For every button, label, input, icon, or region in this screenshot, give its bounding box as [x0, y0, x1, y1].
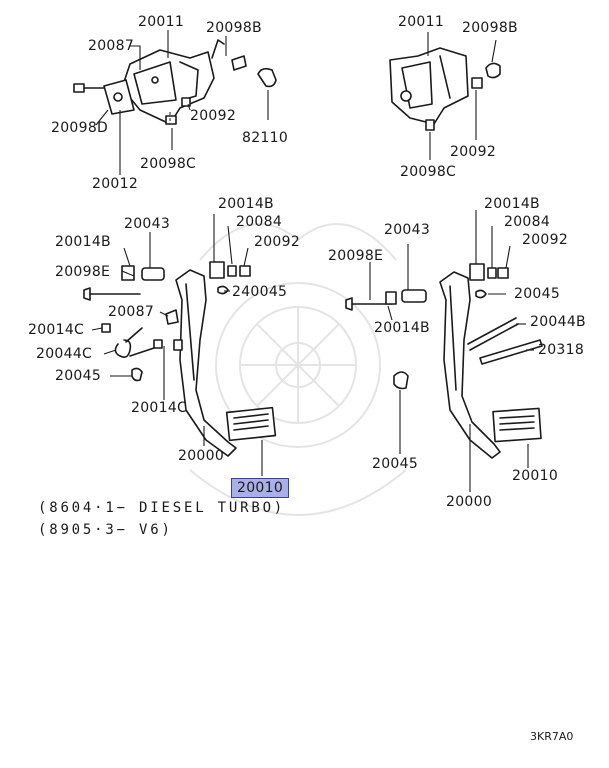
- label-20043-left[interactable]: 20043: [124, 216, 171, 232]
- diagram-code: 3KR7A0: [530, 730, 574, 743]
- label-20011-left[interactable]: 20011: [138, 14, 185, 30]
- applicability-note-1: (8604·1− DIESEL TURBO): [38, 500, 286, 516]
- label-20014b-left[interactable]: 20014B: [55, 234, 111, 250]
- label-20014b-top-right[interactable]: 20014B: [484, 196, 540, 212]
- label-20098e-right[interactable]: 20098E: [328, 248, 384, 264]
- label-20012[interactable]: 20012: [92, 176, 139, 192]
- bracket-assembly-left: [73, 39, 277, 125]
- label-20045-left[interactable]: 20045: [55, 368, 102, 384]
- leaders-bottom-right: [369, 210, 534, 492]
- leaders-bottom-left: [91, 214, 263, 476]
- label-20087-left[interactable]: 20087: [88, 38, 135, 54]
- label-20098c-left[interactable]: 20098C: [140, 156, 197, 172]
- label-20084-left[interactable]: 20084: [236, 214, 283, 230]
- label-20318[interactable]: 20318: [538, 342, 585, 358]
- label-20043-right[interactable]: 20043: [384, 222, 431, 238]
- label-20098d[interactable]: 20098D: [51, 120, 109, 136]
- label-20092-left[interactable]: 20092: [254, 234, 301, 250]
- pedal-assembly-right: [345, 263, 543, 459]
- leaders-top-left: [95, 30, 269, 175]
- applicability-note-2: (8905·3− V6): [38, 522, 173, 538]
- label-20014c-lower[interactable]: 20014C: [131, 400, 188, 416]
- label-20045-right-bottom[interactable]: 20045: [372, 456, 419, 472]
- bracket-assembly-right: [389, 47, 501, 131]
- label-20098b-right[interactable]: 20098B: [462, 20, 518, 36]
- label-20087-bottom[interactable]: 20087: [108, 304, 155, 320]
- pedal-assembly-left: [83, 261, 277, 457]
- label-20098e-left[interactable]: 20098E: [55, 264, 111, 280]
- label-20092-top-left[interactable]: 20092: [190, 108, 237, 124]
- label-20014b-top-left[interactable]: 20014B: [218, 196, 274, 212]
- label-20044c[interactable]: 20044C: [36, 346, 93, 362]
- label-20010-right[interactable]: 20010: [512, 468, 559, 484]
- leaders-top-right: [427, 32, 497, 160]
- label-20000-left[interactable]: 20000: [178, 448, 225, 464]
- label-20092-right[interactable]: 20092: [522, 232, 569, 248]
- label-20098c-right[interactable]: 20098C: [400, 164, 457, 180]
- label-20010-highlighted[interactable]: 20010: [231, 478, 290, 498]
- label-82110[interactable]: 82110: [242, 130, 289, 146]
- watermark-emblem: [189, 223, 407, 516]
- label-20084-right[interactable]: 20084: [504, 214, 551, 230]
- label-20014b-mid-right[interactable]: 20014B: [374, 320, 430, 336]
- label-20092-top-right[interactable]: 20092: [450, 144, 497, 160]
- label-20014c-upper[interactable]: 20014C: [28, 322, 85, 338]
- label-20045-right-top[interactable]: 20045: [514, 286, 561, 302]
- label-20011-right[interactable]: 20011: [398, 14, 445, 30]
- label-20098b-left[interactable]: 20098B: [206, 20, 262, 36]
- label-20000-right[interactable]: 20000: [446, 494, 493, 510]
- label-240045[interactable]: 240045: [232, 284, 288, 300]
- label-20044b[interactable]: 20044B: [530, 314, 586, 330]
